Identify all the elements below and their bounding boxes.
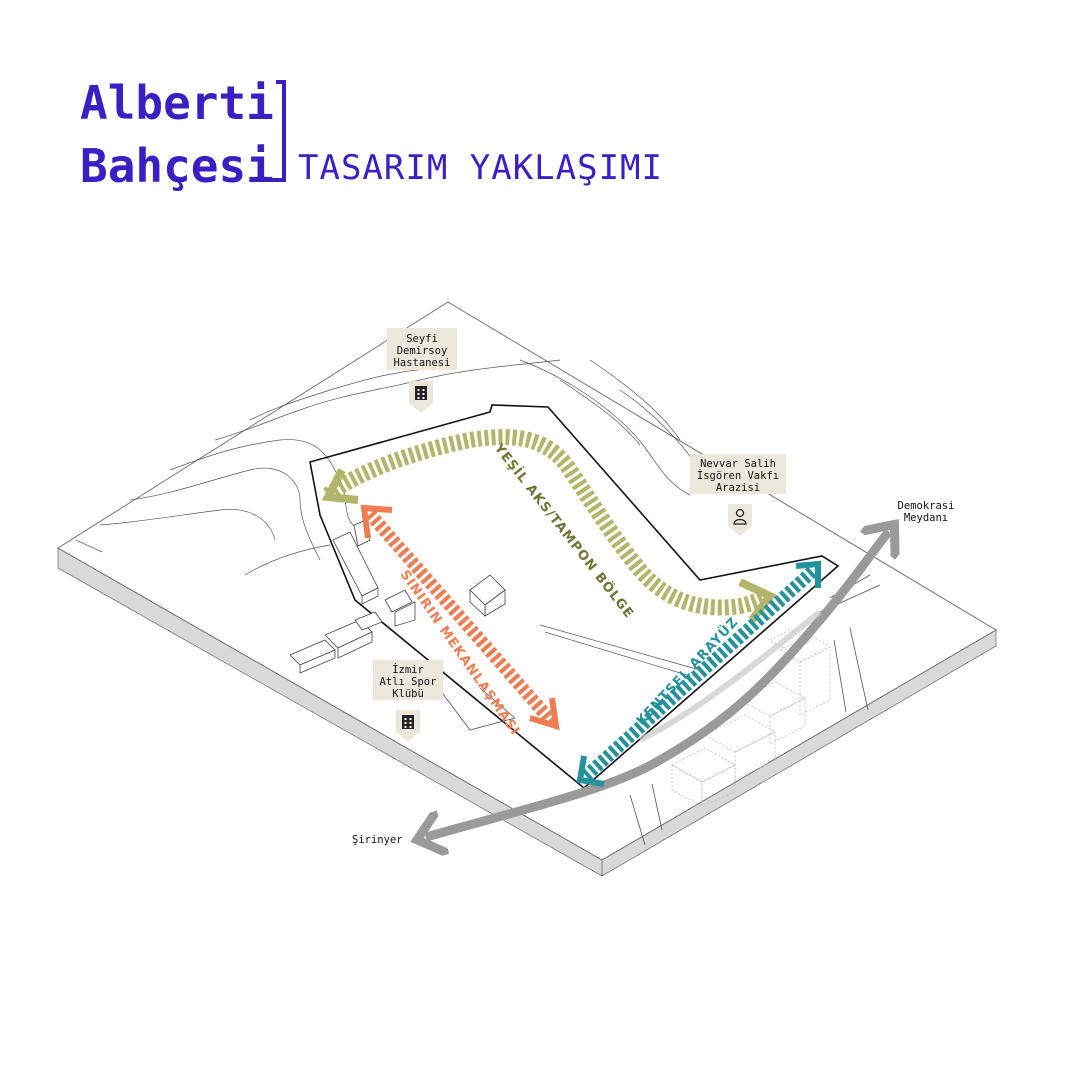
club-label-line-3: Klübü bbox=[392, 688, 424, 700]
foundation-label-line-1: Nevvar Salih bbox=[700, 458, 776, 470]
club-label-line-2: Atlı Spor bbox=[380, 676, 437, 688]
hospital-label-line-2: Demirsoy bbox=[397, 345, 448, 357]
road-south-label: Şirinyer bbox=[352, 834, 403, 846]
site-base bbox=[57, 301, 997, 877]
main-road bbox=[430, 535, 886, 836]
title-line-2: Bahçesi bbox=[80, 139, 274, 193]
foundation-label-line-3: Arazisi bbox=[716, 482, 760, 494]
club-label-line-1: İzmir bbox=[392, 663, 424, 676]
foundation-label-line-2: İsgören Vakfı bbox=[697, 469, 779, 482]
hospital-label: Seyfi Demirsoy Hastanesi bbox=[387, 328, 457, 370]
subtitle: TASARIM YAKLAŞIMI bbox=[298, 148, 663, 188]
urban-axis-arrow bbox=[576, 560, 821, 787]
building-icon bbox=[396, 710, 420, 742]
building-icon bbox=[409, 381, 433, 413]
green-axis-arrow bbox=[321, 429, 777, 623]
foundation-label: Nevvar Salih İsgören Vakfı Arazisi bbox=[690, 454, 786, 494]
hospital-label-line-3: Hastanesi bbox=[394, 357, 451, 369]
club-label: İzmir Atlı Spor Klübü bbox=[373, 660, 443, 700]
boundary-axis-arrow bbox=[360, 504, 560, 731]
hospital-label-line-1: Seyfi bbox=[406, 333, 438, 345]
person-pin-icon bbox=[728, 504, 752, 536]
road-north-label-line-2: Meydanı bbox=[904, 512, 948, 524]
road-north-label-line-1: Demokrasi bbox=[898, 500, 955, 512]
title-bracket bbox=[270, 80, 286, 182]
title-line-1: Alberti bbox=[80, 76, 274, 130]
